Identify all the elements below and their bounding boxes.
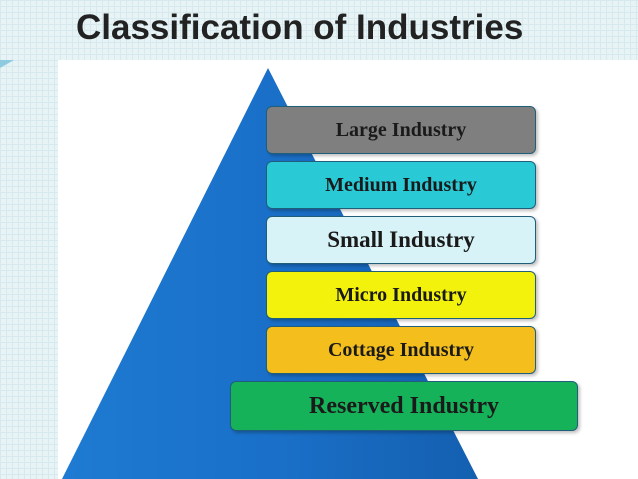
tier-medium-industry: Medium Industry (266, 161, 536, 209)
tier-large-industry: Large Industry (266, 106, 536, 154)
tier-label: Reserved Industry (309, 392, 499, 419)
tier-micro-industry: Micro Industry (266, 271, 536, 319)
header-grid-pattern (0, 0, 638, 60)
corner-accent (0, 60, 14, 68)
tier-label: Micro Industry (335, 283, 467, 306)
tier-label: Cottage Industry (327, 338, 475, 361)
tier-label: Medium Industry (325, 173, 477, 196)
tier-reserved-industry: Reserved Industry (230, 381, 578, 431)
left-grid-strip (0, 0, 58, 479)
tier-small-industry: Small Industry (266, 216, 536, 264)
tier-label: Small Industry (327, 227, 475, 252)
tier-label: Large Industry (335, 118, 467, 141)
page-title: Classification of Industries (76, 8, 524, 47)
tier-cottage-industry: Cottage Industry (266, 326, 536, 374)
